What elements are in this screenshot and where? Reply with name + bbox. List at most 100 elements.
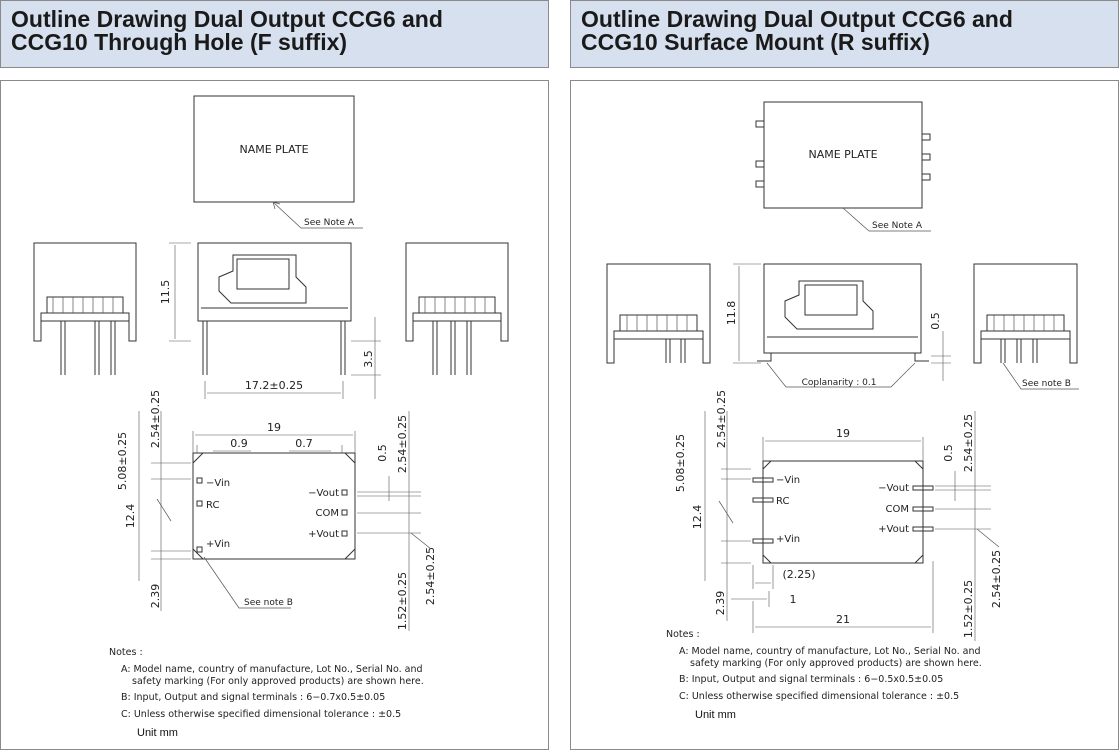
dim-pin-label: 3.5: [362, 350, 375, 368]
dim-508-label: 5.08±0.25: [116, 432, 129, 490]
pin-vout-pos: [341, 530, 348, 537]
drawing-svg: NAME PLATE See Note A 1: [33, 95, 509, 631]
note-c: C: Unless otherwise specified dimensiona…: [121, 709, 402, 720]
dim-width-label: 19: [836, 427, 850, 440]
note-a-line-2: safety marking (For only approved produc…: [690, 658, 982, 669]
notes-block: Notes : A: Model name, country of manufa…: [1, 81, 550, 751]
label-vin-neg: −Vin: [206, 478, 230, 489]
top-view-pins: [755, 120, 931, 188]
panel-header: Outline Drawing Dual Output CCG6 and CCG…: [570, 0, 1119, 68]
label-rc: RC: [206, 500, 219, 511]
dim-height-line: [169, 242, 191, 342]
dim-225-label: (2.25): [782, 568, 815, 581]
dim-left-ext: [151, 462, 191, 560]
note-a-leader: [842, 207, 931, 232]
notes-heading: Notes :: [109, 647, 143, 658]
dim-height-line: [733, 263, 761, 364]
dim-21-line: [752, 561, 934, 633]
dim-254c-label: 2.54±0.25: [424, 547, 437, 605]
dim-sub-lines: [196, 445, 343, 453]
label-vin-pos: +Vin: [776, 534, 800, 545]
pin-vin-neg: [196, 477, 203, 484]
dim-right-lines: [954, 411, 976, 641]
dim-width-line: [192, 431, 356, 453]
notes-heading: Notes :: [666, 629, 700, 640]
panel-title-line-2: CCG10 Surface Mount (R suffix): [581, 29, 930, 55]
right-side-view: [405, 242, 509, 375]
label-vin-neg: −Vin: [776, 475, 800, 486]
label-vout-pos: +Vout: [308, 529, 339, 540]
dim-1-label: 1: [790, 593, 797, 606]
panel-header: Outline Drawing Dual Output CCG6 and CCG…: [0, 0, 549, 68]
dim-05-side-label: 0.5: [929, 312, 942, 330]
bottom-view-corners: [762, 460, 924, 564]
dim-225-line: [752, 565, 774, 589]
left-side-view: [33, 242, 137, 375]
see-note-b-label: See note B: [244, 598, 293, 608]
panel-through-hole: Outline Drawing Dual Output CCG6 and CCG…: [0, 0, 549, 751]
dim-07-label: 0.7: [295, 437, 313, 450]
dim-124-label: 12.4: [124, 504, 137, 529]
unit-label: Unit mm: [695, 709, 736, 721]
see-note-a-label: See Note A: [872, 221, 923, 231]
dim-254a-label: 2.54±0.25: [715, 390, 728, 448]
front-view: [757, 263, 929, 362]
label-rc: RC: [776, 496, 789, 507]
label-com: COM: [316, 508, 339, 519]
dim-124-label: 12.4: [691, 505, 704, 530]
dim-pin-span-line: [204, 381, 344, 399]
dim-left-lines: [138, 411, 162, 611]
note-b-top-leader: [1002, 362, 1079, 390]
bottom-view-body: [192, 452, 356, 560]
dim-152-label: 1.52±0.25: [962, 580, 975, 638]
panel-title-line-1: Outline Drawing Dual Output CCG6 and: [11, 6, 443, 32]
dim-239-label: 2.39: [714, 591, 727, 616]
pin-vout-neg: [341, 489, 348, 496]
note-b: B: Input, Output and signal terminals : …: [121, 692, 386, 703]
note-c: C: Unless otherwise specified dimensiona…: [679, 691, 960, 702]
bottom-view-pins: [752, 477, 934, 544]
dim-width-label: 19: [267, 421, 281, 434]
dim-05-label: 0.5: [376, 444, 389, 462]
dim-254b-label: 2.54±0.25: [396, 415, 409, 473]
dim-leader-508: [156, 498, 172, 522]
coplanarity-leader: [766, 362, 916, 388]
label-com: COM: [886, 504, 909, 515]
bottom-view-corners: [192, 452, 356, 560]
dim-height-label: 11.5: [159, 280, 172, 305]
dim-leader-254c: [976, 528, 1000, 548]
name-plate-label: NAME PLATE: [808, 148, 877, 161]
see-note-a-label: See Note A: [304, 218, 355, 228]
note-b-leader: [203, 556, 291, 609]
dim-05-side-line: [931, 331, 951, 381]
front-view: [197, 242, 352, 375]
right-side-view: [973, 263, 1078, 364]
dim-152-label: 1.52±0.25: [396, 572, 409, 630]
note-a-line-1: A: Model name, country of manufacture, L…: [679, 646, 981, 657]
panel-title-line-2: CCG10 Through Hole (F suffix): [11, 29, 348, 55]
note-a-line-1: A: Model name, country of manufacture, L…: [121, 664, 423, 675]
dim-254b-label: 2.54±0.25: [962, 414, 975, 472]
dim-right-lines: [388, 411, 410, 631]
pin-vin-pos: [196, 546, 203, 553]
dim-pin-span-label: 17.2±0.25: [245, 379, 303, 392]
dim-pin-line: [351, 317, 381, 399]
bottom-view-body: [762, 460, 924, 564]
dim-height-label: 11.8: [725, 301, 738, 326]
dim-1-line: [731, 591, 770, 607]
dim-leader-254c: [410, 532, 432, 550]
note-a-arrow: [272, 201, 281, 210]
name-plate-label: NAME PLATE: [239, 143, 308, 156]
dim-09-label: 0.9: [230, 437, 248, 450]
dim-21-label: 21: [836, 613, 850, 626]
dim-width-line: [762, 437, 924, 461]
dim-left-lines: [704, 411, 728, 621]
left-side-view: [606, 263, 711, 364]
unit-label: Unit mm: [137, 727, 178, 739]
note-a-line-2: safety marking (For only approved produc…: [132, 676, 424, 687]
panel-surface-mount: Outline Drawing Dual Output CCG6 and CCG…: [570, 0, 1119, 751]
note-a-leader: [272, 201, 363, 229]
dim-254c-label: 2.54±0.25: [990, 550, 1003, 608]
label-vout-pos: +Vout: [878, 524, 909, 535]
dim-239-label: 2.39: [149, 584, 162, 609]
